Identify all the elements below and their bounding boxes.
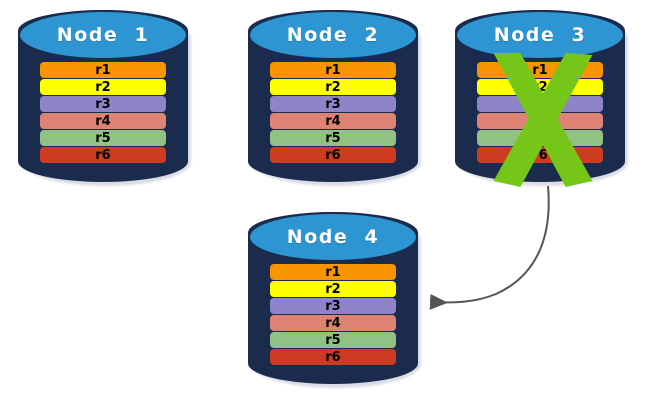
record-label: r6 bbox=[532, 147, 548, 163]
record-label: r2 bbox=[95, 79, 111, 95]
record-label: r4 bbox=[95, 113, 111, 129]
cylinder-top bbox=[18, 10, 188, 60]
record-label: r4 bbox=[325, 315, 341, 331]
record-label: r6 bbox=[325, 147, 341, 163]
record-label: r5 bbox=[95, 130, 111, 146]
record-label: r2 bbox=[325, 281, 341, 297]
arrow-path bbox=[429, 185, 550, 310]
record-label: r5 bbox=[325, 130, 341, 146]
record-label: r6 bbox=[325, 349, 341, 365]
record-label: r2 bbox=[532, 79, 548, 95]
record-bar-r4: r4 bbox=[477, 113, 603, 129]
record-bar-r3: r3 bbox=[270, 96, 396, 112]
record-label: r3 bbox=[325, 96, 341, 112]
cylinder-top bbox=[248, 10, 418, 60]
record-label: r1 bbox=[325, 62, 341, 78]
record-bar-r5: r5 bbox=[270, 332, 396, 348]
record-label: r4 bbox=[325, 113, 341, 129]
record-label: r1 bbox=[325, 264, 341, 280]
record-label: r3 bbox=[532, 96, 548, 112]
record-label: r5 bbox=[325, 332, 341, 348]
record-bar-r6: r6 bbox=[477, 147, 603, 163]
record-label: r5 bbox=[532, 130, 548, 146]
record-bar-r5: r5 bbox=[40, 130, 166, 146]
record-bar-r3: r3 bbox=[40, 96, 166, 112]
record-bar-r6: r6 bbox=[270, 147, 396, 163]
record-bar-r3: r3 bbox=[477, 96, 603, 112]
record-bar-r1: r1 bbox=[477, 62, 603, 78]
record-bar-r5: r5 bbox=[477, 130, 603, 146]
node-label: Node 2 bbox=[286, 24, 380, 46]
record-bar-r2: r2 bbox=[40, 79, 166, 95]
node-label: Node 4 bbox=[286, 226, 380, 248]
record-label: r4 bbox=[532, 113, 548, 129]
record-label: r3 bbox=[95, 96, 111, 112]
record-bar-r2: r2 bbox=[477, 79, 603, 95]
record-bar-r1: r1 bbox=[270, 62, 396, 78]
record-label: r1 bbox=[532, 62, 548, 78]
node-label: Node 3 bbox=[493, 24, 587, 46]
record-label: r3 bbox=[325, 298, 341, 314]
record-bar-r2: r2 bbox=[270, 79, 396, 95]
record-bar-r1: r1 bbox=[270, 264, 396, 280]
record-bar-r3: r3 bbox=[270, 298, 396, 314]
cylinder-top bbox=[248, 212, 418, 262]
record-bar-r1: r1 bbox=[40, 62, 166, 78]
record-bar-r4: r4 bbox=[270, 315, 396, 331]
record-bar-r2: r2 bbox=[270, 281, 396, 297]
record-bar-r4: r4 bbox=[270, 113, 396, 129]
record-label: r2 bbox=[325, 79, 341, 95]
record-bar-r4: r4 bbox=[40, 113, 166, 129]
record-label: r6 bbox=[95, 147, 111, 163]
record-bar-r6: r6 bbox=[270, 349, 396, 365]
node-label: Node 1 bbox=[56, 24, 150, 46]
record-bar-r6: r6 bbox=[40, 147, 166, 163]
record-bar-r5: r5 bbox=[270, 130, 396, 146]
record-label: r1 bbox=[95, 62, 111, 78]
